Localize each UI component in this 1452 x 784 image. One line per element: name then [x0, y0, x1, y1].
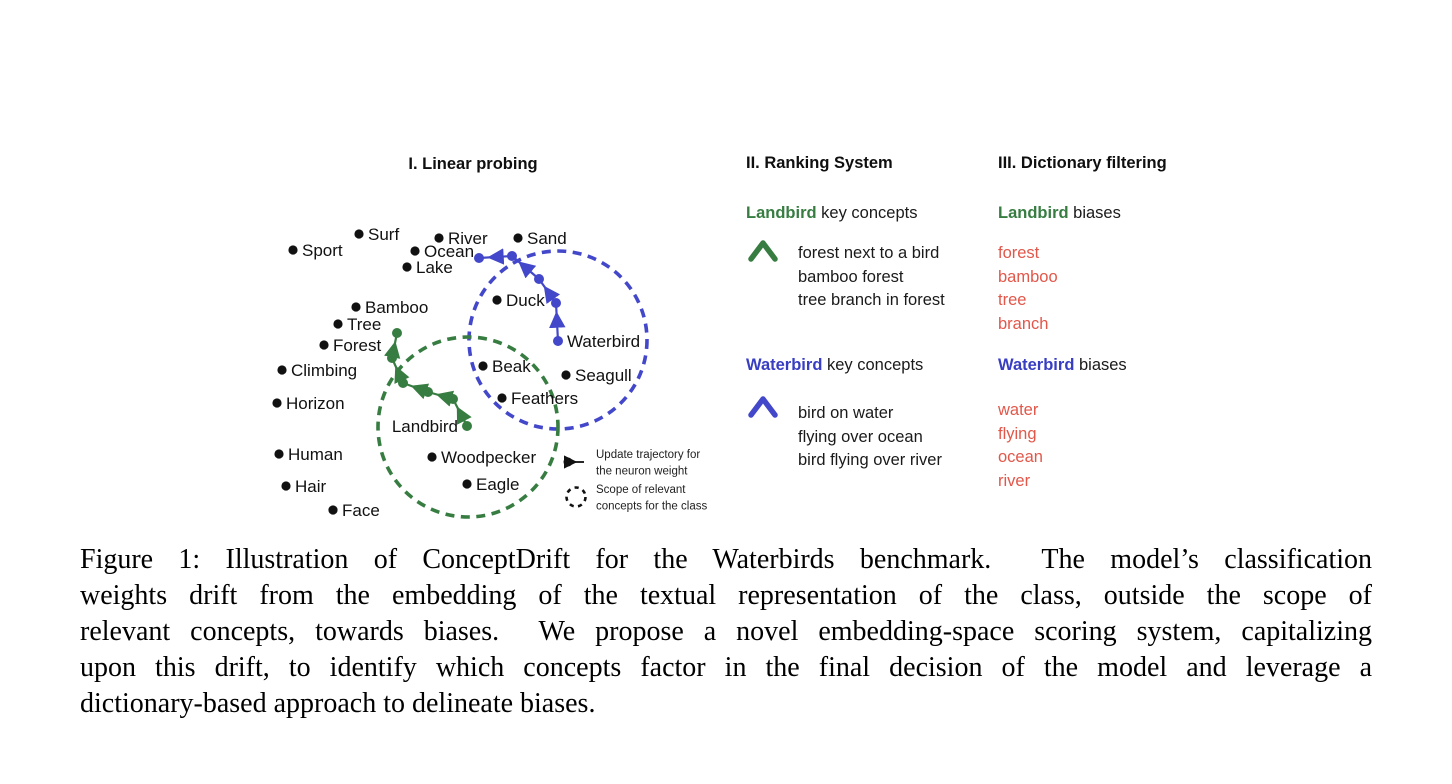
trajectory-legend-icon [563, 457, 573, 467]
dictionary-filtering-section: III. Dictionary filtering Landbird biase… [998, 154, 1248, 534]
concept-point-forest: Forest [319, 336, 381, 355]
bias-word: bamboo [998, 267, 1058, 286]
caption-line: relevant concepts, towards biases. We pr… [80, 616, 1372, 647]
waterbird-class-label: Waterbird [746, 356, 823, 374]
concept-point-feathers: Feathers [497, 389, 578, 408]
ranking-system-heading: II. Ranking System [746, 154, 893, 172]
concept-label-horizon: Horizon [286, 394, 345, 413]
concept-label-sport: Sport [302, 241, 343, 260]
waterbird-biases-list: water flying ocean river [998, 399, 1043, 494]
trajectory-legend-text: Update trajectory for [596, 449, 700, 461]
concept-point-sand: Sand [513, 229, 567, 248]
concept-point-waterbird: Waterbird [553, 332, 640, 351]
concept-point-woodpecker: Woodpecker [427, 448, 536, 467]
concept-label-tree: Tree [347, 315, 381, 334]
concept-label-seagull: Seagull [575, 366, 632, 385]
concept-label-feathers: Feathers [511, 389, 578, 408]
landbird-trajectory [384, 328, 472, 431]
landbird-biases-list: forest bamboo tree branch [998, 242, 1058, 337]
landbird-class-label: Landbird [998, 204, 1069, 222]
concept-point-tree: Tree [333, 315, 381, 334]
concept-label-landbird: Landbird [392, 417, 458, 436]
concept-label-sand: Sand [527, 229, 567, 248]
key-concept: bird on water [798, 404, 894, 422]
concept-point-hair: Hair [281, 477, 327, 496]
concept-label-eagle: Eagle [476, 475, 519, 494]
key-concept: flying over ocean [798, 427, 923, 446]
caption-line: Figure 1: Illustration of ConceptDrift f… [80, 544, 1372, 575]
biases-suffix: biases [1074, 356, 1127, 374]
concept-label-hair: Hair [295, 477, 327, 496]
bias-word: tree [998, 291, 1027, 310]
concept-point-duck: Duck [492, 291, 545, 310]
key-concept: bird flying over river [798, 451, 942, 470]
biases-suffix: biases [1068, 204, 1121, 222]
concept-label-bamboo: Bamboo [365, 298, 428, 317]
concept-point-ocean: Ocean [410, 242, 474, 261]
bias-word: water [998, 401, 1039, 419]
concept-label-beak: Beak [492, 357, 531, 376]
figure-caption: Figure 1: Illustration of ConceptDrift f… [80, 542, 1372, 722]
concept-point-landbird: Landbird [392, 417, 472, 436]
waterbird-class-label: Waterbird [998, 356, 1075, 374]
concept-point-eagle: Eagle [462, 475, 519, 494]
key-concept: bamboo forest [798, 267, 904, 286]
concept-label-lake: Lake [416, 258, 453, 277]
key-concept: forest next to a bird [798, 244, 940, 262]
scope-legend-text: concepts for the class [596, 501, 707, 513]
landbird-rank-arrow-icon [748, 240, 778, 315]
bias-word: ocean [998, 448, 1043, 467]
concept-point-river: River [434, 229, 488, 248]
key-concepts-suffix: key concepts [822, 356, 924, 374]
trajectory-legend-text: the neuron weight [596, 466, 688, 478]
caption-line: weights drift from the embedding of the … [80, 580, 1372, 611]
landbird-key-concepts-label: Landbird key concepts [746, 204, 917, 223]
waterbird-key-concepts-label: Waterbird key concepts [746, 356, 923, 375]
waterbird-biases-label: Waterbird biases [998, 356, 1127, 375]
bias-word: flying [998, 424, 1037, 443]
concept-point-lake: Lake [402, 258, 453, 277]
concept-point-beak: Beak [478, 357, 531, 376]
waterbird-key-concepts-list: bird on water flying over ocean bird fly… [798, 402, 942, 473]
concept-label-river: River [448, 229, 488, 248]
bias-word: branch [998, 315, 1049, 334]
concept-point-seagull: Seagull [561, 366, 632, 385]
concept-label-face: Face [342, 501, 380, 520]
landbird-scope-circle [376, 335, 560, 519]
landbird-key-concepts-list: forest next to a bird bamboo forest tree… [798, 242, 945, 313]
concept-point-climbing: Climbing [277, 361, 357, 380]
dictionary-filtering-heading: III. Dictionary filtering [998, 154, 1167, 172]
key-concepts-suffix: key concepts [816, 204, 918, 222]
concept-label-human: Human [288, 445, 343, 464]
concept-point-sport: Sport [288, 241, 343, 260]
concept-label-climbing: Climbing [291, 361, 357, 380]
concept-point-horizon: Horizon [272, 394, 345, 413]
scope-legend-icon [565, 486, 587, 508]
concept-point-surf: Surf [354, 225, 399, 244]
caption-line: upon this drift, to identify which conce… [80, 652, 1372, 683]
bias-word: river [998, 472, 1031, 491]
plot-legend: Update trajectory for the neuron weightSc… [563, 449, 707, 513]
waterbird-rank-arrow-icon [748, 396, 778, 471]
concept-label-ocean: Ocean [424, 242, 474, 261]
concept-label-duck: Duck [506, 291, 545, 310]
bias-word: forest [998, 244, 1040, 262]
plot-title: I. Linear probing [408, 155, 537, 173]
concept-point-face: Face [328, 501, 380, 520]
key-concept: tree branch in forest [798, 291, 945, 310]
concept-point-bamboo: Bamboo [351, 298, 428, 317]
ranking-system-section: II. Ranking System Landbird key concepts… [746, 154, 996, 534]
concept-label-forest: Forest [333, 336, 381, 355]
concept-label-waterbird: Waterbird [567, 332, 640, 351]
scope-legend-text: Scope of relevant [596, 484, 686, 496]
caption-line: dictionary-based approach to delineate b… [80, 688, 596, 719]
concept-point-human: Human [274, 445, 343, 464]
concept-label-surf: Surf [368, 225, 399, 244]
landbird-class-label: Landbird [746, 204, 817, 222]
landbird-biases-label: Landbird biases [998, 204, 1121, 223]
concept-label-woodpecker: Woodpecker [441, 448, 536, 467]
